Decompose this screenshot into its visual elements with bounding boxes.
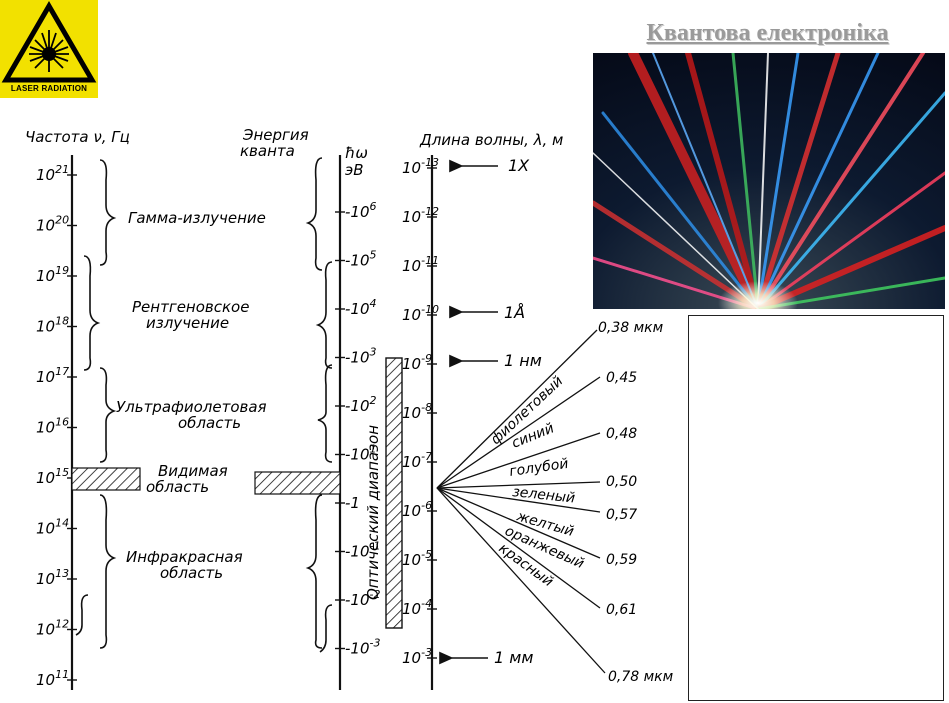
energy-ir-brace [305,494,323,649]
fan-line-0-48 [436,432,601,489]
slide-title: Квантова електроніка [646,20,889,46]
energy-radio-brace [319,604,333,653]
energy-tick-label: -1 [345,494,360,512]
fan-line-0-45 [436,376,601,489]
frequency-tick-label: 1016 [36,416,69,437]
wavelength-tick-label: 10-13 [402,156,439,177]
visible-band-energy [254,471,341,495]
laser-sign-caption: LASER RADIATION [10,84,88,93]
region-uv-line2: область [178,414,241,432]
frequency-tick-label: 1019 [36,264,69,285]
wavelength-0-57: 0,57 [606,507,637,523]
wavelength-0-78: 0,78 мкм [608,669,674,685]
wavelength-0-50: 0,50 [606,474,637,490]
wavelength-tick-label: 10-11 [402,254,439,275]
marker-1a: 1Å [504,303,525,322]
fan-line-0-57 [436,487,601,513]
region-visible-line2: область [146,478,209,496]
region-ir-line1: Инфракрасная [126,548,243,566]
marker-1x: 1X [508,156,530,175]
energy-tick-label: -10-2 [345,588,380,609]
wavelength-0-59: 0,59 [606,552,637,568]
uv-brace [99,367,117,463]
wavelength-tick-label: 10-8 [402,401,432,422]
frequency-tick-label: 1018 [36,315,69,336]
visible-band-frequency [71,467,141,491]
region-gamma: Гамма-излучение [128,209,266,227]
gamma-brace [99,159,117,266]
region-xray-line2: излучение [146,314,229,332]
energy-unit-line1: ħω [345,144,368,162]
optical-band [385,357,403,629]
fan-line-0-61 [436,487,601,609]
wavelength-scale-header: Длина волны, λ, м [419,131,563,149]
energy-xray-brace [315,261,333,369]
ir-brace [99,494,117,649]
frequency-tick-label: 1020 [36,214,69,235]
energy-tick-label: -105 [345,249,377,270]
energy-tick-label: -10-3 [345,637,380,658]
region-visible-line1: Видимая [158,462,228,480]
spectrum-diagram: Частота ν, Гц Энергия кванта ħω эВ Длина… [25,126,674,690]
laser-warning-sign: LASER RADIATION [0,0,98,98]
color-green: зеленый [512,484,576,506]
energy-gamma-brace [305,157,323,271]
laser-beams-photo [593,53,945,309]
wavelength-0-45: 0,45 [606,370,637,386]
energy-tick-label: -102 [345,394,377,415]
wavelength-tick-label: 10-12 [402,205,439,226]
energy-tick-label: -101 [345,443,377,464]
frequency-tick-label: 1017 [36,365,69,386]
frequency-tick-label: 1015 [36,466,69,487]
laser-warning-icon [1,1,97,83]
frequency-tick-label: 1013 [36,567,69,588]
fan-line-0-59 [436,487,601,559]
energy-tick-label: -106 [345,200,377,221]
region-ir-line2: область [160,564,223,582]
info-box [688,315,944,701]
xray-brace [83,255,101,371]
energy-tick-label: -104 [345,297,377,318]
energy-scale-header-line2: кванта [240,142,295,160]
region-xray-line1: Рентгеновское [132,298,249,316]
wavelength-tick-label: 10-3 [402,646,432,667]
region-uv-line1: Ультрафиолетовая [116,398,267,416]
wavelength-0-38: 0,38 мкм [598,320,664,336]
frequency-scale-header: Частота ν, Гц [25,128,130,146]
marker-1nm: 1 нм [504,351,542,370]
wavelength-0-48: 0,48 [606,426,637,442]
radio-brace [75,594,89,636]
wavelength-0-61: 0,61 [606,602,637,618]
wavelength-tick-label: 10-9 [402,352,432,373]
frequency-tick-label: 1014 [36,517,69,538]
frequency-tick-label: 1011 [36,668,69,689]
frequency-tick-label: 1012 [36,618,69,639]
wavelength-tick-label: 10-5 [402,548,432,569]
energy-tick-label: -10-1 [345,540,380,561]
fan-line-0-38 [436,329,598,489]
energy-tick-label: -103 [345,346,377,367]
fan-line-0-50 [436,481,601,489]
marker-1mm: 1 мм [494,648,533,667]
energy-uv-brace [317,364,333,463]
wavelength-tick-label: 10-7 [402,450,432,471]
energy-scale-header-line1: Энергия [242,126,309,144]
wavelength-tick-label: 10-10 [402,303,439,324]
color-lightblue: голубой [508,456,569,480]
wavelength-tick-label: 10-6 [402,499,432,520]
fan-line-0-78 [436,487,606,674]
energy-unit-line2: эВ [345,161,364,179]
wavelength-tick-label: 10-4 [402,597,432,618]
frequency-tick-label: 1021 [36,163,69,184]
optical-band-label: Оптический диапазон [364,425,382,600]
